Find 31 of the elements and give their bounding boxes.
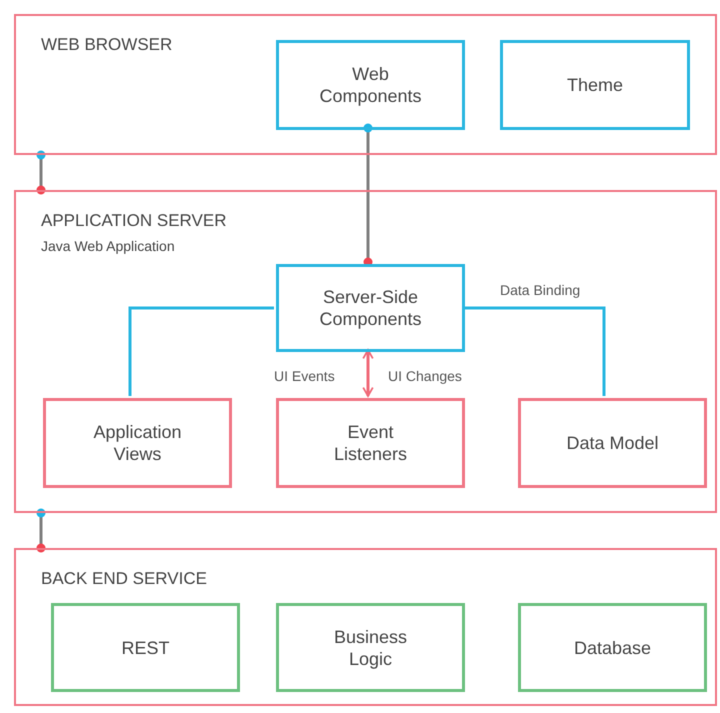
layer-panel <box>14 548 717 706</box>
component-box <box>500 40 690 130</box>
layer-title: BACK END SERVICE <box>41 568 207 590</box>
connector <box>36 508 46 552</box>
component-box <box>518 603 707 692</box>
component-box <box>51 603 240 692</box>
box-label: Application Views <box>92 421 183 465</box>
component-box <box>276 40 465 130</box>
connector <box>463 306 606 396</box>
layer-title: WEB BROWSER <box>41 34 172 56</box>
box-label: Theme <box>566 74 624 96</box>
component-box <box>518 398 707 488</box>
box-label: Server-Side Components <box>318 286 423 330</box>
box-label: Event Listeners <box>332 421 408 465</box>
connector <box>128 306 274 396</box>
layer-panel <box>14 190 717 513</box>
box-label: Business Logic <box>332 626 408 670</box>
box-label: Data Model <box>565 432 660 454</box>
connector <box>364 124 372 266</box>
component-box <box>276 264 465 352</box>
component-box <box>43 398 232 488</box>
component-box <box>276 603 465 692</box>
box-label: Web Components <box>318 63 423 107</box>
layer-panel <box>14 14 717 155</box>
layer-subtitle: Java Web Application <box>41 237 175 256</box>
component-box <box>276 398 465 488</box>
layer-title: APPLICATION SERVER <box>41 210 226 232</box>
connector <box>362 349 374 397</box>
box-label: Database <box>572 636 652 658</box>
connector <box>36 150 46 194</box>
box-label: REST <box>120 636 170 658</box>
